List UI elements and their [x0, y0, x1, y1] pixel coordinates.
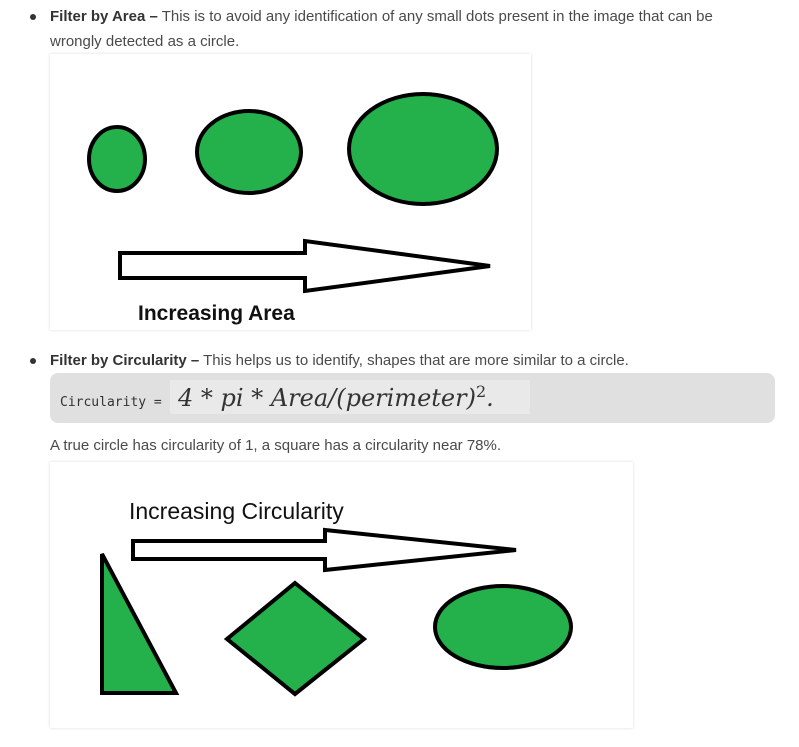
large-circle: [347, 92, 499, 206]
circularity-arrow: [131, 527, 517, 573]
bullet-filter-by-circularity: Filter by Circularity – This helps us to…: [30, 348, 629, 373]
formula-math: 4 * pi * Area/(perimeter)2.: [174, 380, 498, 414]
formula-period: .: [486, 384, 494, 412]
bullet-filter-by-area: Filter by Area – This is to avoid any id…: [30, 4, 713, 54]
bullet-text: Filter by Circularity – This helps us to…: [50, 348, 629, 373]
formula-code-label: Circularity =: [60, 395, 162, 410]
formula-code-block: Circularity = 4 * pi * Area/(perimeter)2…: [50, 373, 775, 423]
bullet-description-continued: wrongly detected as a circle.: [50, 33, 240, 50]
area-arrow: [118, 238, 491, 294]
bullet-title: Filter by Circularity –: [50, 352, 200, 369]
bullet-description: This helps us to identify, shapes that a…: [199, 352, 629, 369]
circularity-paragraph: A true circle has circularity of 1, a sq…: [50, 437, 502, 454]
triangle-shape: [100, 553, 180, 695]
formula-math-background: [170, 380, 530, 414]
bullet-dot: [30, 14, 36, 20]
small-circle: [87, 125, 147, 193]
circularity-caption: Increasing Circularity: [129, 498, 344, 524]
bullet-dot: [30, 358, 36, 364]
formula-exponent: 2: [475, 382, 487, 401]
ellipse-shape: [433, 584, 573, 670]
bullet-description: This is to avoid any identification of a…: [157, 8, 713, 25]
area-figure: Increasing Area: [50, 54, 531, 330]
formula-expression: 4 * pi * Area/(perimeter): [178, 384, 476, 412]
bullet-title: Filter by Area –: [50, 8, 158, 25]
circularity-figure: Increasing Circularity: [50, 462, 633, 728]
medium-circle: [195, 109, 303, 195]
bullet-text: Filter by Area – This is to avoid any id…: [50, 4, 713, 54]
diamond-shape: [223, 580, 368, 697]
area-caption: Increasing Area: [138, 302, 295, 325]
